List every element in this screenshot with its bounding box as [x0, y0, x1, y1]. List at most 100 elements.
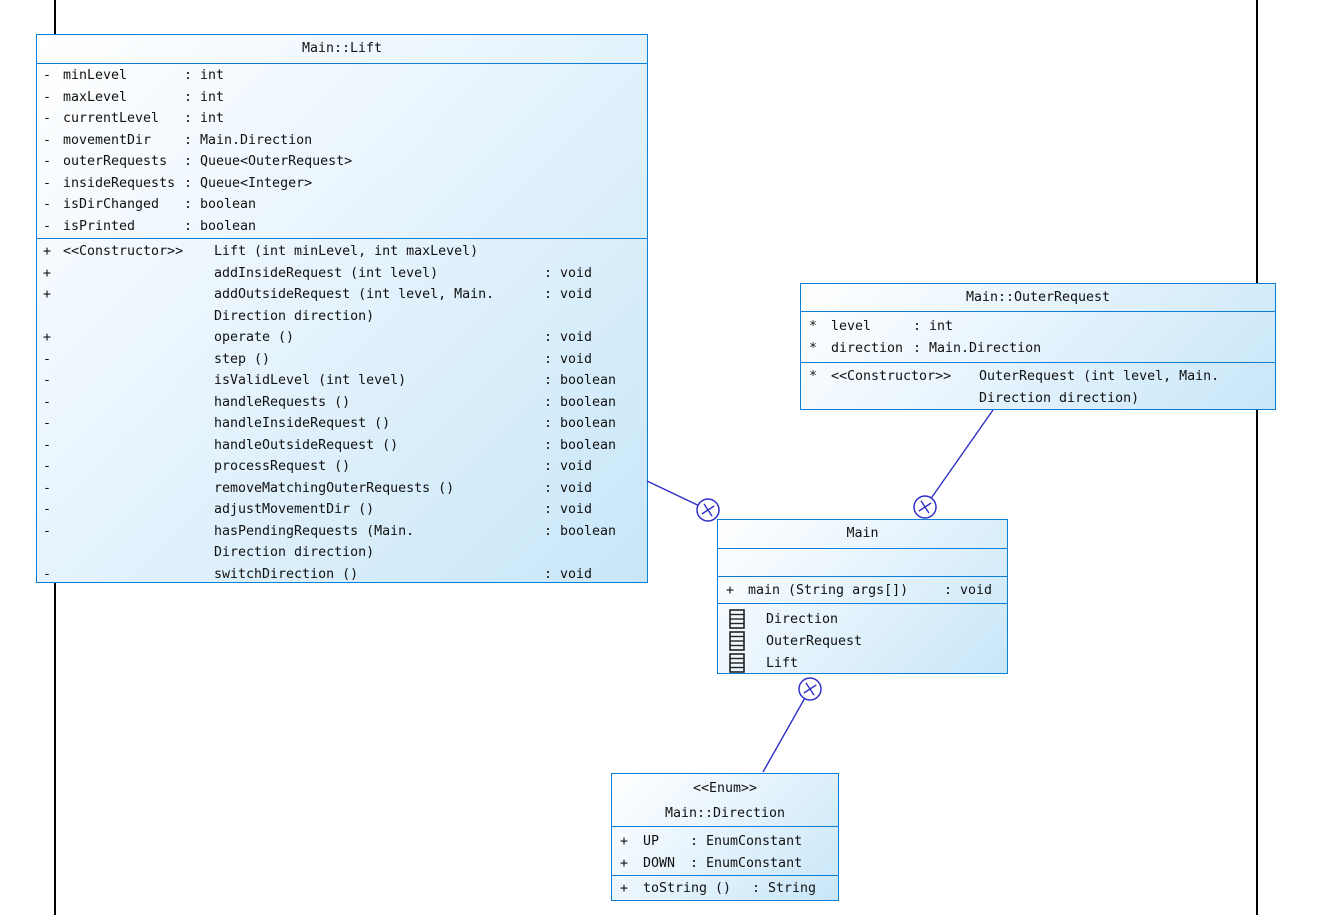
visibility-symbol: - — [43, 566, 52, 582]
method-signature: addOutsideRequest (int level, Main. Dire… — [214, 287, 495, 324]
nested-class-row[interactable]: Lift — [718, 652, 1007, 674]
attribute-row: - maxLevel : int — [37, 87, 647, 109]
containment-anchor-icon — [701, 503, 715, 517]
enum-header: <<Enum>> Main::Direction — [612, 774, 838, 826]
visibility-symbol: * — [809, 319, 818, 334]
methods-compartment: + toString () : String — [612, 875, 838, 900]
visibility-symbol: - — [43, 502, 52, 517]
containment-connector-outerrequest-to-main[interactable] — [913, 409, 994, 519]
visibility-symbol: + — [620, 855, 629, 871]
class-icon — [729, 631, 745, 651]
visibility-symbol: - — [43, 111, 52, 126]
nested-class-name: Direction — [766, 611, 839, 627]
visibility-symbol: + — [43, 265, 52, 281]
method-signature: isValidLevel (int level) — [214, 373, 407, 388]
nested-class-row[interactable]: Direction — [718, 608, 1007, 630]
method-signature: handleInsideRequest () — [214, 416, 391, 431]
attribute-name: currentLevel — [63, 111, 160, 126]
method-stereotype: <<Constructor>> — [63, 244, 184, 259]
attribute-type: : int — [184, 111, 225, 126]
attribute-row: - insideRequests : Queue<Integer> — [37, 173, 647, 195]
class-title: Main::Lift — [301, 41, 383, 56]
attribute-type: : Main.Direction — [913, 340, 1042, 356]
class-box-main[interactable]: Main + main (String args[]) : void Direc… — [717, 519, 1008, 674]
method-row: - handleInsideRequest () : boolean — [37, 413, 647, 435]
method-row: + <<Constructor>> Lift (int minLevel, in… — [37, 241, 647, 263]
visibility-symbol: + — [43, 244, 52, 259]
class-box-main-direction-enum[interactable]: <<Enum>> Main::Direction + UP : EnumCons… — [611, 773, 839, 901]
attribute-type: : int — [184, 89, 225, 105]
class-title: Main::OuterRequest — [965, 290, 1111, 305]
attribute-row: - currentLevel : int — [37, 108, 647, 130]
method-signature: handleRequests () — [214, 394, 351, 410]
method-row: - adjustMovementDir () : void — [37, 499, 647, 521]
method-return-type: : void — [544, 502, 593, 517]
enum-constant-row: + UP : EnumConstant — [612, 831, 838, 853]
attribute-row: - movementDir : Main.Direction — [37, 130, 647, 152]
attribute-type: : Queue<OuterRequest> — [184, 154, 353, 169]
containment-connector-main-to-direction[interactable] — [762, 677, 822, 773]
class-icon — [729, 609, 745, 629]
visibility-symbol: - — [43, 197, 52, 212]
method-return-type: : boolean — [544, 373, 617, 388]
class-box-main-lift[interactable]: Main::Lift - minLevel : int - maxLevel :… — [36, 34, 648, 583]
attribute-name: isDirChanged — [63, 197, 160, 212]
method-return-type: : boolean — [544, 437, 617, 453]
method-return-type: : boolean — [544, 416, 617, 431]
method-signature: toString () — [643, 881, 732, 896]
method-signature: OuterRequest (int level, Main. Direction… — [979, 369, 1220, 406]
attribute-row: - isPrinted : boolean — [37, 216, 647, 238]
method-row: - isValidLevel (int level) : boolean — [37, 370, 647, 392]
attribute-name: level — [831, 319, 872, 334]
method-signature: step () — [214, 351, 271, 367]
method-signature: addInsideRequest (int level) — [214, 265, 439, 281]
attribute-row: - outerRequests : Queue<OuterRequest> — [37, 151, 647, 173]
attribute-name: insideRequests — [63, 175, 176, 191]
attribute-type: : Queue<Integer> — [184, 175, 313, 191]
class-box-main-outer-request[interactable]: Main::OuterRequest * level : int * direc… — [800, 283, 1276, 410]
visibility-symbol: - — [43, 218, 52, 234]
attribute-name: maxLevel — [63, 89, 128, 105]
attribute-row: * direction : Main.Direction — [801, 338, 1275, 360]
method-return-type: : void — [544, 351, 593, 367]
visibility-symbol: - — [43, 68, 52, 83]
method-return-type: : boolean — [544, 394, 617, 410]
visibility-symbol: - — [43, 394, 52, 410]
method-row: + addInsideRequest (int level) : void — [37, 263, 647, 285]
containment-connector-lift-to-main[interactable] — [646, 480, 720, 522]
attributes-compartment: * level : int * direction : Main.Directi… — [801, 311, 1275, 362]
method-row: + main (String args[]) : void — [718, 580, 1007, 602]
method-signature: switchDirection () — [214, 566, 359, 582]
method-signature: adjustMovementDir () — [214, 502, 375, 517]
method-return-type: : void — [544, 265, 593, 281]
method-return-type: : void — [544, 330, 593, 345]
visibility-symbol: + — [620, 881, 629, 896]
method-return-type: : boolean — [544, 523, 617, 539]
nested-classes-compartment: Direction OuterRequest — [718, 603, 1007, 674]
enum-constant-row: + DOWN : EnumConstant — [612, 853, 838, 875]
method-signature: operate () — [214, 330, 295, 345]
methods-compartment: + main (String args[]) : void — [718, 576, 1007, 603]
method-return-type: : void — [544, 566, 593, 582]
method-signature: Lift (int minLevel, int maxLevel) — [214, 244, 479, 259]
attribute-type: : int — [913, 319, 954, 334]
method-return-type: : String — [752, 881, 817, 896]
attribute-name: movementDir — [63, 132, 152, 148]
attribute-type: : EnumConstant — [690, 834, 803, 849]
method-return-type: : void — [944, 583, 993, 598]
method-row: + operate () : void — [37, 327, 647, 349]
visibility-symbol: - — [43, 351, 52, 367]
visibility-symbol: - — [43, 373, 52, 388]
containment-anchor-icon — [803, 682, 817, 696]
method-row: * <<Constructor>> OuterRequest (int leve… — [801, 366, 1275, 409]
attribute-row: - minLevel : int — [37, 65, 647, 87]
method-row: - processRequest () : void — [37, 456, 647, 478]
attribute-row: * level : int — [801, 316, 1275, 338]
methods-compartment: + <<Constructor>> Lift (int minLevel, in… — [37, 238, 647, 583]
nested-class-name: OuterRequest — [766, 633, 863, 649]
method-signature: removeMatchingOuterRequests () — [214, 480, 455, 496]
nested-class-row[interactable]: OuterRequest — [718, 630, 1007, 652]
method-row: - handleRequests () : boolean — [37, 392, 647, 414]
visibility-symbol: - — [43, 89, 52, 105]
method-row: - removeMatchingOuterRequests () : void — [37, 478, 647, 500]
